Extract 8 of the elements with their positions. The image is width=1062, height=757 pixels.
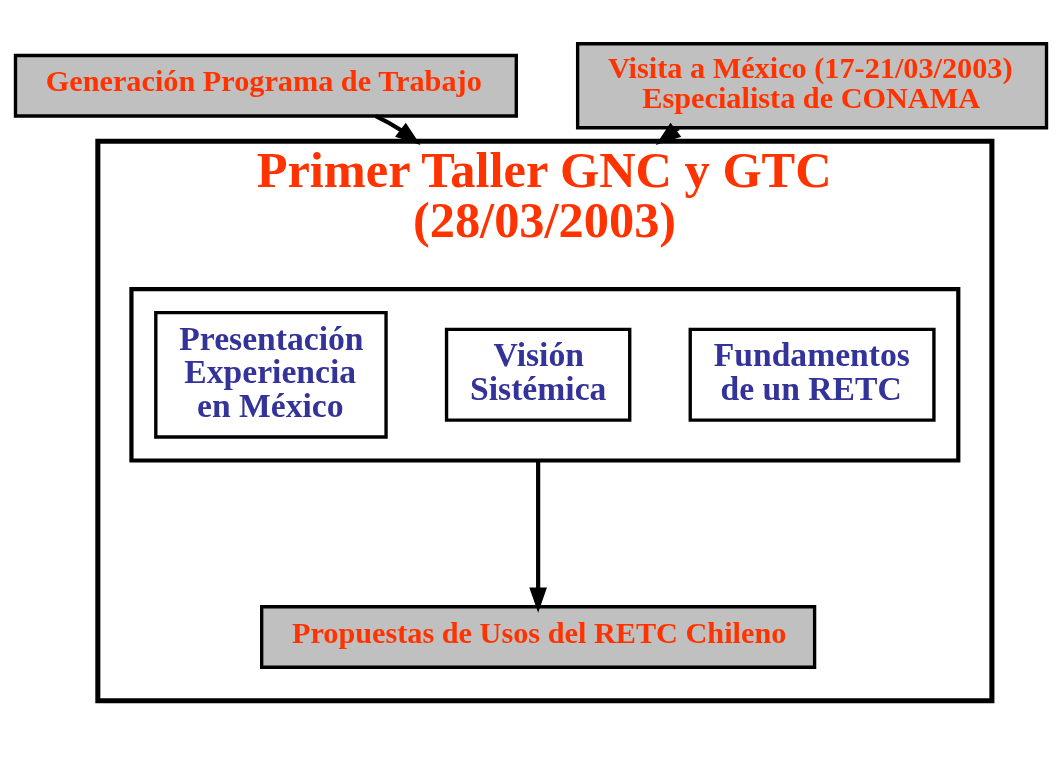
- node-box: Visita a México (17-21/03/2003) Especialista de CONAMA: [575, 41, 1049, 129]
- node-box: Propuestas de Usos del RETC Chileno: [260, 604, 817, 669]
- node-box: Visión Sistémica: [444, 327, 632, 422]
- node-box: Generación Programa de Trabajo: [13, 53, 518, 118]
- cluster: [129, 286, 961, 463]
- node-box: Fundamentos de un RETC: [688, 327, 936, 422]
- node-box: Presentación Experiencia en México: [154, 310, 388, 439]
- arrow: [529, 460, 547, 613]
